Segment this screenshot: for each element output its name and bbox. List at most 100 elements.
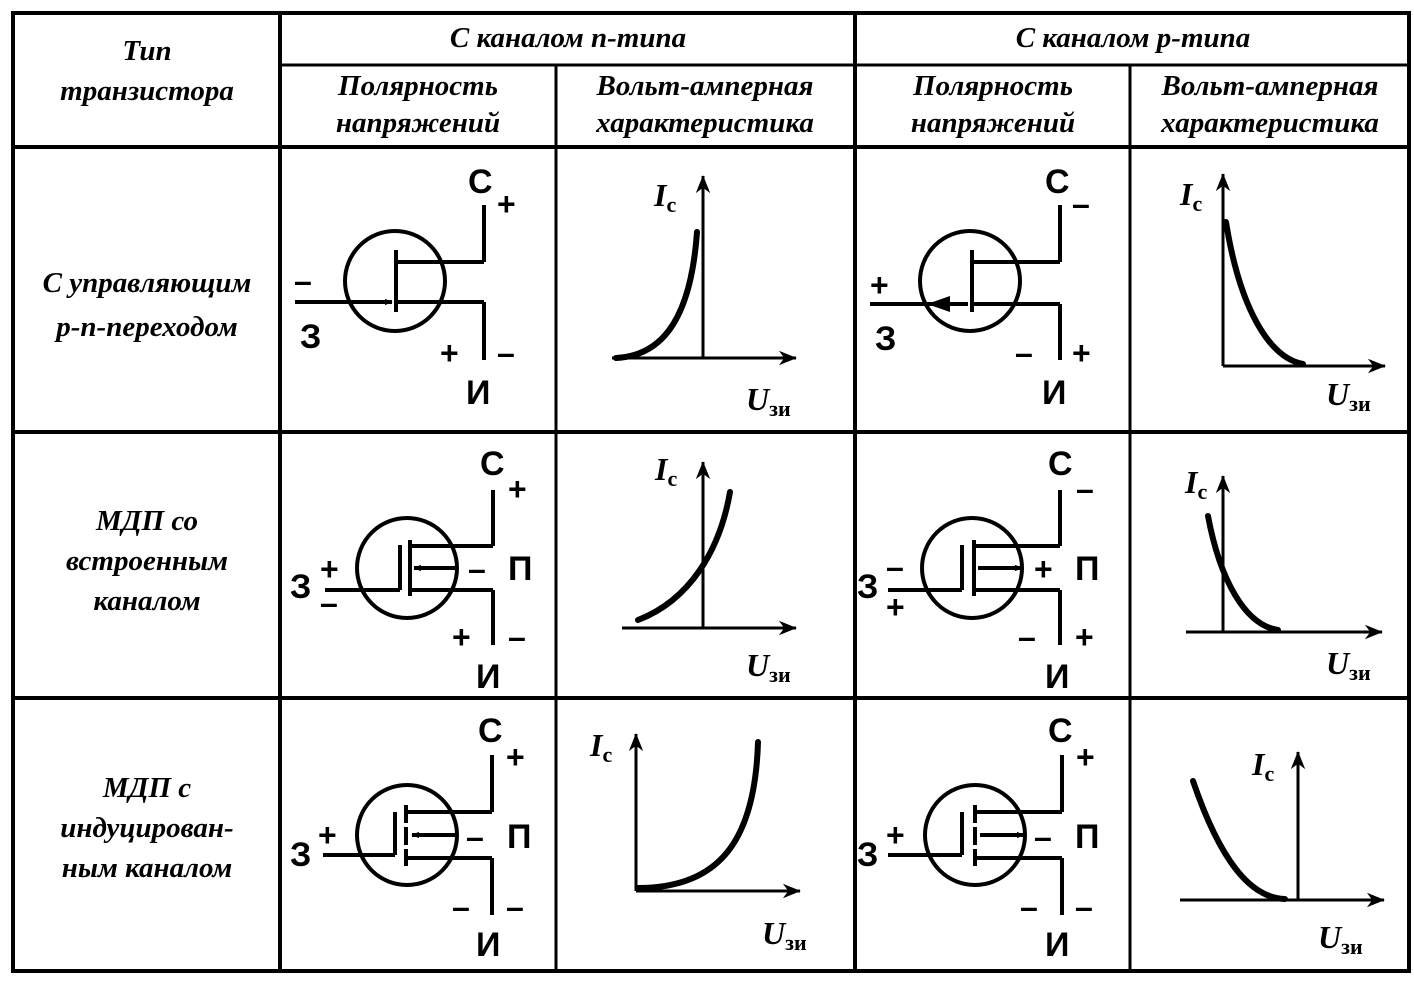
svg-text:Полярность: Полярность <box>912 70 1073 102</box>
mos-builtin-p-symbol: С – З – + + П – + И <box>857 445 1099 696</box>
y-axis-label: Iс <box>654 451 677 491</box>
drain-sign: + <box>1076 739 1095 775</box>
source-sign-right: – <box>508 619 526 655</box>
substrate-sign: – <box>1034 819 1052 855</box>
drain-sign: + <box>508 471 527 507</box>
gate-sign-bottom: + <box>886 589 905 625</box>
gate-sign: + <box>870 267 889 303</box>
vac-graph-mos-induced-p: Iс Uзи <box>1180 746 1385 959</box>
substrate-label: П <box>1075 550 1099 588</box>
substrate-label: П <box>1075 818 1099 856</box>
x-axis-label: Uзи <box>1326 645 1371 685</box>
source-sign-left: – <box>1018 619 1036 655</box>
source-label: И <box>1042 374 1066 412</box>
gate-sign-top: + <box>320 551 339 587</box>
source-sign-left: – <box>452 889 470 925</box>
y-axis-label: Iс <box>653 177 676 217</box>
table-grid <box>11 11 1411 973</box>
svg-text:индуцирован-: индуцирован- <box>60 812 233 844</box>
source-sign-right: + <box>1072 335 1091 371</box>
jfet-p-symbol: С – + З – + И <box>870 163 1091 412</box>
mos-builtin-n-symbol: С + З + – – П + – И <box>290 445 532 696</box>
gate-sign: – <box>294 263 312 299</box>
gate-label: З <box>857 568 878 606</box>
gate-label: З <box>290 836 311 874</box>
header-p-channel: С каналом p-типа <box>1016 22 1251 54</box>
vac-graph-jfet-p: Iс Uзи <box>1179 173 1386 416</box>
source-sign-left: + <box>452 619 471 655</box>
vac-graph-jfet-n: Iс Uзи <box>612 175 797 421</box>
row-label-mos-induced: МДП с индуцирован- ным каналом <box>60 772 233 884</box>
substrate-label: П <box>508 550 532 588</box>
source-sign-left: + <box>440 335 459 371</box>
substrate-sign: – <box>466 819 484 855</box>
x-axis-label: Uзи <box>1326 376 1371 416</box>
drain-label: С <box>478 712 503 750</box>
substrate-sign: – <box>468 551 486 587</box>
x-axis-label: Uзи <box>1318 919 1363 959</box>
source-label: И <box>476 658 500 696</box>
source-label: И <box>1045 926 1069 964</box>
mos-induced-n-symbol: С + З + – П – – И <box>290 712 531 964</box>
svg-text:МДП со: МДП со <box>95 505 198 537</box>
gate-sign-bottom: – <box>320 585 338 621</box>
svg-text:МДП с: МДП с <box>102 772 191 804</box>
svg-text:характеристика: характеристика <box>1160 107 1379 139</box>
svg-text:напряжений: напряжений <box>911 107 1075 139</box>
source-sign-right: – <box>1075 889 1093 925</box>
y-axis-label: Iс <box>1251 746 1274 786</box>
drain-sign: – <box>1072 186 1090 222</box>
source-label: И <box>476 926 500 964</box>
gate-sign: + <box>318 817 337 853</box>
drain-label: С <box>468 163 493 201</box>
drain-label: С <box>1048 445 1073 483</box>
x-axis-label: Uзи <box>746 647 791 687</box>
jfet-n-symbol: С + – З + – И <box>294 163 516 412</box>
substrate-label: П <box>507 818 531 856</box>
vac-graph-mos-builtin-n: Iс Uзи <box>622 451 797 687</box>
svg-text:транзистора: транзистора <box>60 75 234 107</box>
gate-sign: + <box>886 817 905 853</box>
header-n-channel: С каналом n-типа <box>450 22 686 54</box>
source-label: И <box>466 374 490 412</box>
svg-text:Вольт-амперная: Вольт-амперная <box>1161 70 1379 102</box>
drain-sign: + <box>497 186 516 222</box>
y-axis-label: Iс <box>1184 464 1207 504</box>
gate-label: З <box>290 568 311 606</box>
source-sign-left: – <box>1020 889 1038 925</box>
source-sign-left: – <box>1015 335 1033 371</box>
source-sign-right: – <box>497 335 515 371</box>
svg-text:p-n-переходом: p-n-переходом <box>53 311 237 343</box>
header-transistor-type: Тип транзистора <box>60 35 234 107</box>
svg-text:Вольт-амперная: Вольт-амперная <box>596 70 814 102</box>
y-axis-label: Iс <box>589 727 612 767</box>
gate-label: З <box>857 836 878 874</box>
drain-label: С <box>1045 163 1070 201</box>
svg-text:Тип: Тип <box>122 35 171 67</box>
substrate-sign: + <box>1034 551 1053 587</box>
source-sign-right: + <box>1075 619 1094 655</box>
drain-label: С <box>480 445 505 483</box>
x-axis-label: Uзи <box>746 381 791 421</box>
header-p-polarity: Полярность напряжений <box>911 70 1075 139</box>
header-n-vac: Вольт-амперная характеристика <box>595 70 814 139</box>
x-axis-label: Uзи <box>762 915 807 955</box>
drain-sign: + <box>506 739 525 775</box>
svg-text:напряжений: напряжений <box>336 107 500 139</box>
header-p-vac: Вольт-амперная характеристика <box>1160 70 1379 139</box>
svg-text:каналом: каналом <box>93 585 200 617</box>
source-sign-right: – <box>506 889 524 925</box>
drain-label: С <box>1048 712 1073 750</box>
svg-text:встроенным: встроенным <box>66 545 228 577</box>
row-label-mos-builtin: МДП со встроенным каналом <box>66 505 228 617</box>
svg-text:ным каналом: ным каналом <box>62 852 233 884</box>
svg-text:Полярность: Полярность <box>337 70 498 102</box>
gate-label: З <box>300 318 321 356</box>
gate-sign-top: – <box>886 549 904 585</box>
y-axis-label: Iс <box>1179 176 1202 216</box>
header-n-polarity: Полярность напряжений <box>336 70 500 139</box>
vac-graph-mos-builtin-p: Iс Uзи <box>1184 464 1383 685</box>
drain-sign: – <box>1076 471 1094 507</box>
svg-text:С управляющим: С управляющим <box>43 267 252 299</box>
